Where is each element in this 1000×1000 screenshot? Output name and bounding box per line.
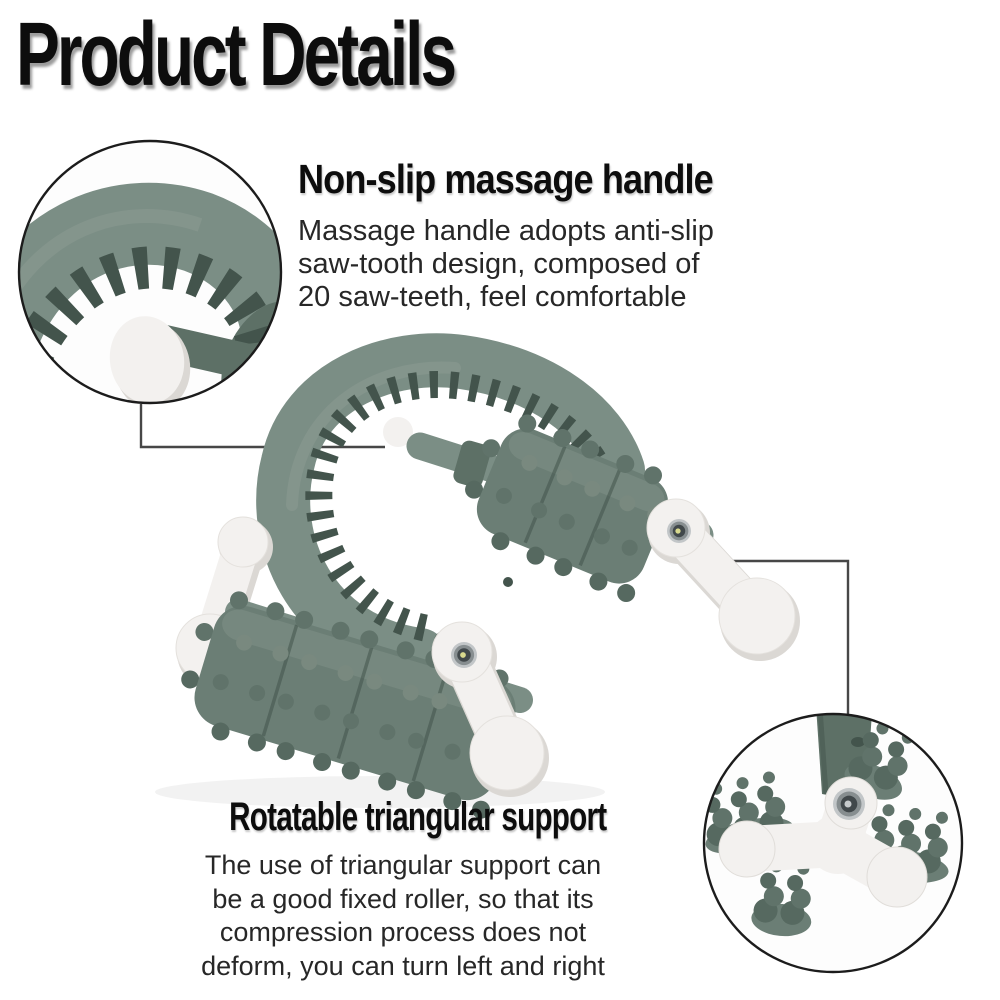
feature-handle-description: Massage handle adopts anti-slip saw-toot…	[298, 215, 714, 314]
saw-tooth-handle	[256, 333, 645, 682]
rear-axle-end-cap	[383, 417, 413, 447]
feature-handle: Non-slip massage handle Massage handle a…	[298, 156, 769, 314]
rear-axle-collar	[453, 440, 491, 488]
zoom-handle-band	[19, 182, 281, 360]
callout-circle-right	[702, 712, 964, 974]
feature-handle-heading: Non-slip massage handle	[298, 156, 714, 202]
front-spiked-roller	[181, 591, 516, 819]
zoom-handle-highlight	[19, 209, 203, 321]
zoom-saw-teeth	[19, 246, 279, 369]
zoom-bone-knob	[109, 316, 185, 403]
feature-support-description: The use of triangular support can be a g…	[201, 850, 605, 981]
callout-handle-zoom	[17, 139, 283, 405]
right-bone-support	[646, 498, 800, 661]
massage-roller-product	[155, 333, 800, 819]
middle-bone-support	[431, 621, 549, 797]
zoom-triangular-support	[718, 776, 928, 908]
zoom-strap-hole	[851, 737, 865, 747]
handle-arch	[256, 333, 645, 682]
feature-support: Rotatable triangular support The use of …	[168, 796, 638, 983]
callout-support-zoom	[702, 712, 964, 974]
page-title: Product Details	[16, 5, 457, 105]
handle-highlight	[286, 361, 461, 511]
feature-support-heading: Rotatable triangular support	[229, 795, 607, 839]
callout-circle-left	[17, 139, 283, 405]
rear-spiked-roller	[465, 414, 669, 603]
handle-saw-teeth	[305, 371, 611, 642]
handle-hole	[503, 577, 513, 587]
